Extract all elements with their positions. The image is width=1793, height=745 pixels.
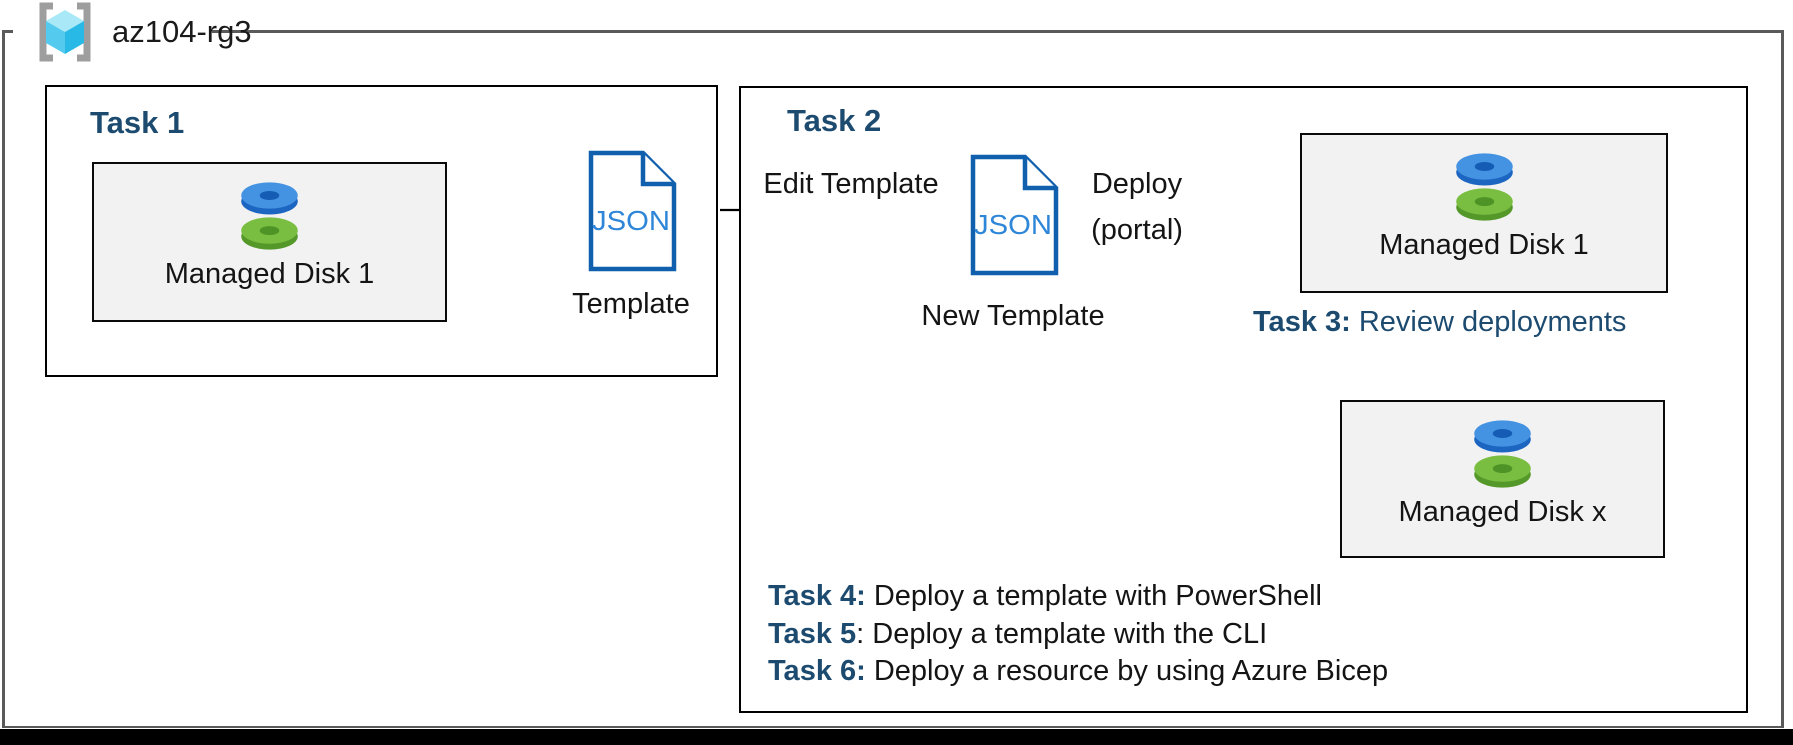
resource-group-name: az104-rg3 bbox=[112, 14, 252, 49]
rg-border-top bbox=[212, 30, 1784, 33]
bracket-right bbox=[77, 2, 91, 62]
folded-corner bbox=[1022, 157, 1056, 191]
deploy-portal-label: (portal) bbox=[1091, 214, 1183, 246]
task5-line: Task 5: Deploy a template with the CLI bbox=[768, 616, 1388, 654]
task2-title: Task 2 bbox=[787, 103, 882, 138]
edit-template-label: Edit Template bbox=[763, 168, 939, 200]
tasks-4-6-list: Task 4: Deploy a template with PowerShel… bbox=[768, 578, 1388, 691]
task4-label-rest: Deploy a template with PowerShell bbox=[865, 580, 1322, 612]
new-template-label: New Template bbox=[921, 300, 1105, 332]
rg-border-right bbox=[1781, 30, 1784, 728]
deploy-label: Deploy bbox=[1091, 168, 1183, 200]
bracket-left bbox=[39, 2, 53, 62]
managed-disk-icon bbox=[1474, 420, 1531, 488]
task1-title: Task 1 bbox=[90, 105, 185, 140]
task4-label-bold: Task 4: bbox=[768, 580, 866, 612]
json-document-icon: JSON bbox=[585, 150, 677, 272]
task3-label-rest: Review deployments bbox=[1350, 306, 1627, 338]
json-document-icon: JSON bbox=[967, 153, 1059, 277]
rg-border-bottom bbox=[2, 725, 1784, 728]
task2-managed-disk-1-box: Managed Disk 1 bbox=[1300, 133, 1668, 293]
managed-disk-label: Managed Disk 1 bbox=[164, 258, 375, 290]
json-doc-text: JSON bbox=[974, 209, 1052, 240]
task6-line: Task 6: Deploy a resource by using Azure… bbox=[768, 653, 1388, 691]
cube-right-face bbox=[65, 21, 84, 54]
task3-label-bold: Task 3: bbox=[1253, 306, 1351, 338]
task1-managed-disk-box: Managed Disk 1 bbox=[92, 162, 447, 322]
task5-label-rest: : Deploy a template with the CLI bbox=[856, 617, 1268, 650]
task4-line: Task 4: Deploy a template with PowerShel… bbox=[768, 578, 1388, 616]
managed-disk-icon bbox=[241, 182, 298, 250]
task6-label-bold: Task 6: bbox=[768, 655, 866, 687]
managed-disk-icon bbox=[1455, 153, 1513, 221]
rg-border-top-stub bbox=[2, 30, 13, 33]
rg-border-left bbox=[2, 30, 5, 728]
managed-disk-label: Managed Disk 1 bbox=[1379, 229, 1589, 261]
managed-disk-label: Managed Disk x bbox=[1398, 496, 1607, 528]
json-doc-text: JSON bbox=[592, 205, 670, 236]
bottom-black-bar bbox=[0, 729, 1793, 745]
task6-label-rest: Deploy a resource by using Azure Bicep bbox=[865, 655, 1389, 687]
template-label: Template bbox=[572, 288, 690, 320]
folded-corner bbox=[640, 153, 674, 187]
cube-left-face bbox=[46, 21, 65, 54]
resource-group-icon bbox=[32, 1, 98, 63]
task2-managed-disk-x-box: Managed Disk x bbox=[1340, 400, 1665, 558]
task3-label: Task 3: Review deployments bbox=[1253, 306, 1626, 339]
task5-label-bold: Task 5 bbox=[768, 617, 857, 650]
